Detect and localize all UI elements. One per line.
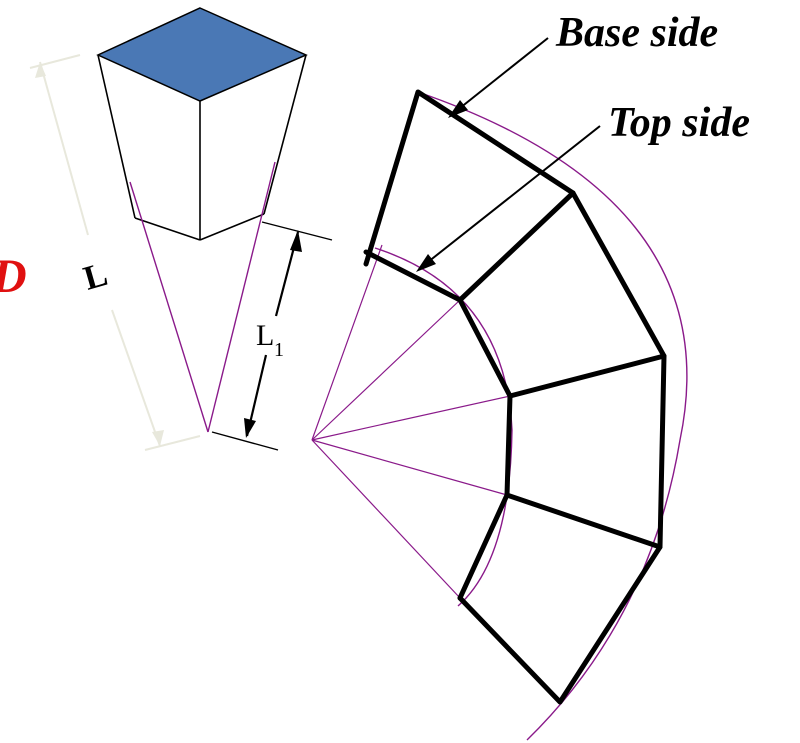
dimension-L-arrow-bottom <box>152 430 164 446</box>
dimension-L1-arrow-bottom <box>244 418 256 438</box>
outer-arc <box>417 91 688 741</box>
dimension-L-arrow-top <box>35 62 46 78</box>
base-side-leader <box>459 37 549 109</box>
radial-guide-5 <box>311 439 461 599</box>
net-inner-boundary <box>363 249 513 601</box>
callout-base-side: Base side <box>448 10 718 118</box>
dimension-L1-label: L <box>256 319 274 352</box>
dimension-L1-subscript: 1 <box>274 339 284 361</box>
dimension-L-label: L <box>80 256 112 298</box>
top-side-arrowhead <box>416 254 436 272</box>
frustum-edge-right <box>263 54 307 215</box>
side-letter-d: D <box>0 250 27 303</box>
frustum-bottom-right <box>199 213 265 241</box>
radial-guide-4 <box>311 439 508 496</box>
frustum-sketch <box>96 7 308 433</box>
dimension-L1: L 1 <box>211 221 333 451</box>
frustum-top-face <box>96 7 308 102</box>
radial-guide-3 <box>311 395 511 441</box>
apex-extension-left <box>129 181 209 433</box>
development-net <box>311 89 688 741</box>
radial-guide-2 <box>311 299 461 441</box>
apex-extension-right <box>207 161 276 433</box>
dimension-L1-ext-top <box>261 221 333 241</box>
radial-guide-1 <box>311 244 383 441</box>
top-side-leader <box>427 125 601 263</box>
net-separator-2 <box>507 353 667 399</box>
net-separator-1 <box>457 190 576 303</box>
net-edges <box>363 89 667 705</box>
base-side-arrowhead <box>448 100 468 118</box>
callout-top-side: Top side <box>416 100 750 272</box>
dimension-L-line-lower <box>111 309 161 447</box>
dimension-L-line-upper <box>39 61 89 236</box>
dimension-L1-arrow-top <box>290 230 302 252</box>
base-side-label: Base side <box>555 10 718 56</box>
frustum-edge-left <box>97 54 136 219</box>
dimension-L-ext-top <box>29 54 81 69</box>
dimension-L-ext-bottom <box>144 435 201 451</box>
top-side-label: Top side <box>608 100 750 146</box>
inner-arc <box>374 247 513 607</box>
dimension-L: L <box>29 54 201 451</box>
dimension-L1-ext-bottom <box>211 431 279 451</box>
net-separator-3 <box>504 492 663 550</box>
frustum-bottom-left <box>134 217 201 241</box>
